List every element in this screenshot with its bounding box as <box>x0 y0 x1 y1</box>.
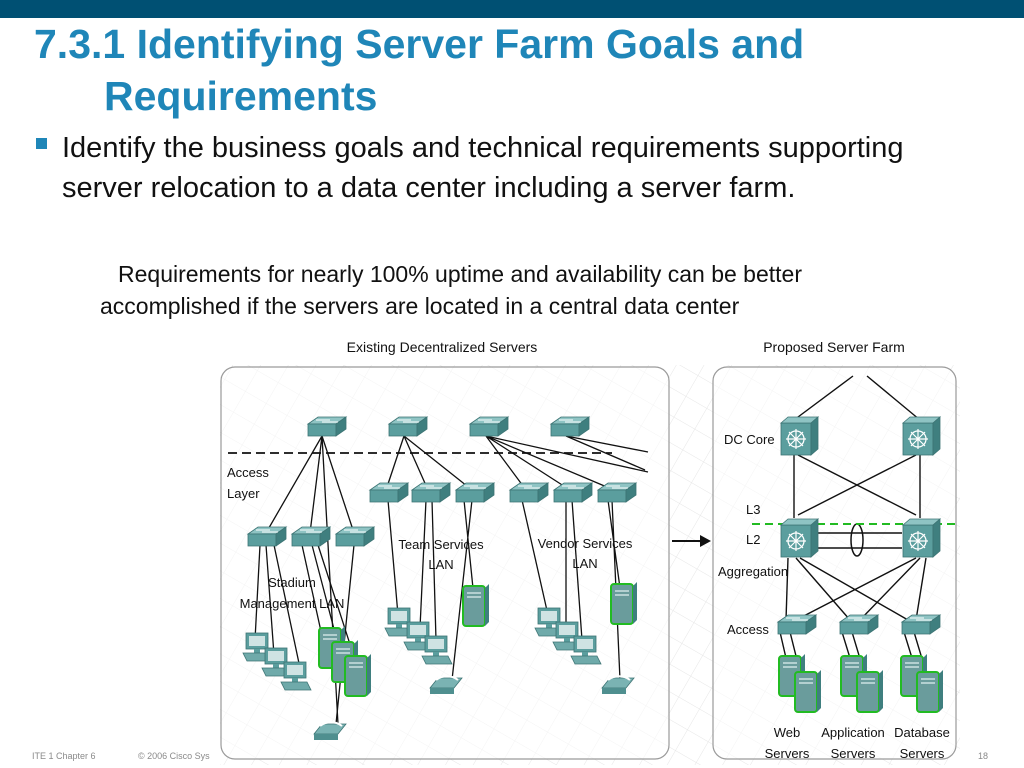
core-switch-icon <box>780 416 819 456</box>
vendor-lan-label-1: Vendor Services <box>538 536 633 551</box>
title-line-2: Requirements <box>104 73 378 119</box>
switch-icon <box>597 482 637 503</box>
page-number: 18 <box>978 751 989 761</box>
stadium-lan-label-1: Stadium <box>268 575 316 590</box>
switch-icon <box>411 482 451 503</box>
switch-icon <box>388 416 428 437</box>
application-servers-label-1: Application <box>821 725 885 740</box>
server-icon <box>610 581 638 625</box>
web-server-icon <box>794 669 822 713</box>
existing-links <box>254 435 649 725</box>
arrow-head-icon <box>700 535 711 547</box>
switch-icon <box>509 482 549 503</box>
aggregation-switch-icon <box>780 518 819 558</box>
server-icon <box>344 653 372 697</box>
vendor-lan-label-2: LAN <box>572 556 597 571</box>
core-switch-icon <box>902 416 941 456</box>
top-bar <box>0 0 1024 18</box>
database-server-icon <box>916 669 944 713</box>
switch-icon <box>469 416 509 437</box>
access-layer-label-1: Access <box>227 465 269 480</box>
proposed-farm-title: Proposed Server Farm <box>763 339 905 355</box>
switch-icon <box>550 416 590 437</box>
aggregation-switch-icon <box>902 518 941 558</box>
dc-core-label: DC Core <box>724 432 775 447</box>
application-server-icon <box>856 669 884 713</box>
switch-icon <box>307 416 347 437</box>
existing-servers-title: Existing Decentralized Servers <box>347 339 538 355</box>
title-line-1: 7.3.1 Identifying Server Farm Goals and <box>34 21 805 67</box>
bullet-text: Identify the business goals and technica… <box>62 132 904 204</box>
access-switch-icon <box>901 614 941 635</box>
l3-label: L3 <box>746 502 760 517</box>
switch-icon <box>455 482 495 503</box>
bullet-square-icon <box>36 138 47 149</box>
stadium-lan-label-2: Management LAN <box>240 596 345 611</box>
switch-icon <box>335 526 375 547</box>
application-servers-label-2: Servers <box>831 746 876 761</box>
web-servers-label-2: Servers <box>765 746 810 761</box>
server-farm-links <box>779 375 927 673</box>
database-servers-label-1: Database <box>894 725 950 740</box>
team-lan-label-2: LAN <box>428 557 453 572</box>
access-layer-label-2: Layer <box>227 486 260 501</box>
server-icon <box>462 583 490 627</box>
sub-point-text: Requirements for nearly 100% uptime and … <box>100 261 802 319</box>
l2-label: L2 <box>746 532 760 547</box>
switch-icon <box>247 526 287 547</box>
slide-title: 7.3.1 Identifying Server Farm Goals and … <box>34 18 994 122</box>
footer-chapter: ITE 1 Chapter 6 <box>32 751 96 761</box>
access-switch-icon <box>839 614 879 635</box>
web-servers-label-1: Web <box>774 725 801 740</box>
database-servers-label-2: Servers <box>900 746 945 761</box>
switch-icon <box>553 482 593 503</box>
switch-icon <box>291 526 331 547</box>
team-lan-label-1: Team Services <box>398 537 484 552</box>
footer-copyright: © 2006 Cisco Sys <box>138 751 210 761</box>
aggregation-label: Aggregation <box>718 564 788 579</box>
access-switch-icon <box>777 614 817 635</box>
access-label: Access <box>727 622 769 637</box>
switch-icon <box>369 482 409 503</box>
